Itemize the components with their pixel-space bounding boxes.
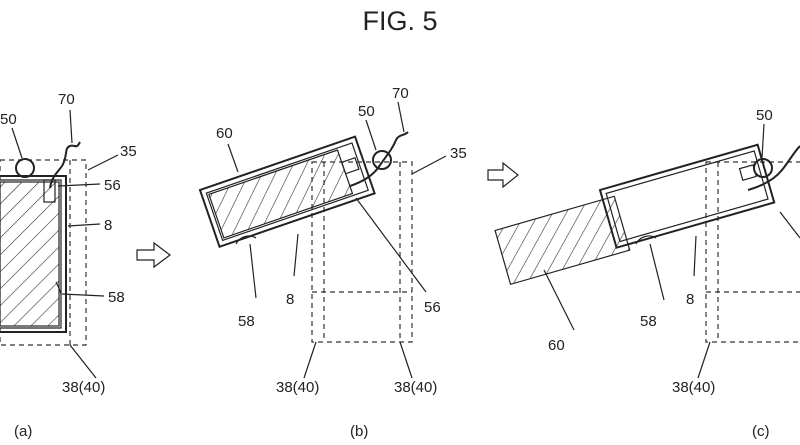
case-8-outer-a bbox=[0, 175, 67, 333]
tilted-assembly-c bbox=[494, 143, 776, 286]
case-8-inner-a bbox=[0, 179, 62, 329]
roller-50-a bbox=[15, 158, 35, 178]
label-38a-b: 38(40) bbox=[276, 379, 319, 396]
leader-38-c bbox=[697, 341, 711, 379]
leader-50-b bbox=[365, 119, 377, 151]
leader-70-b bbox=[397, 101, 405, 133]
battery-hatched-b bbox=[208, 150, 353, 238]
label-56-b: 56 bbox=[424, 299, 441, 316]
roller-50-b bbox=[372, 150, 392, 170]
label-70-a: 70 bbox=[58, 91, 75, 108]
connector-56-a bbox=[43, 179, 56, 203]
leader-35-a bbox=[87, 154, 119, 171]
leader-56-b bbox=[355, 197, 427, 293]
label-58-c: 58 bbox=[640, 313, 657, 330]
leader-8-a bbox=[67, 223, 101, 227]
leader-38-a bbox=[69, 344, 97, 379]
recess-58-c bbox=[635, 235, 657, 245]
leader-38a-b bbox=[303, 341, 317, 379]
hollow-right-arrow-icon bbox=[136, 241, 171, 269]
label-70-b: 70 bbox=[392, 85, 409, 102]
case-8-inner-c bbox=[605, 150, 769, 243]
label-50-c: 50 bbox=[756, 107, 773, 124]
battery-60-outline-c bbox=[494, 195, 631, 286]
case-8-outer-c bbox=[598, 143, 776, 249]
battery-60-hatched-c bbox=[495, 196, 630, 285]
panel-tag-b: (b) bbox=[350, 423, 368, 440]
label-8-c: 8 bbox=[686, 291, 694, 308]
figure-title: FIG. 5 bbox=[362, 6, 437, 36]
label-38-a: 38(40) bbox=[62, 379, 105, 396]
battery-outline-a bbox=[0, 181, 60, 327]
hollow-right-arrow-icon bbox=[487, 161, 519, 189]
leader-60-c bbox=[543, 269, 575, 331]
label-8-b: 8 bbox=[286, 291, 294, 308]
recess-58-a bbox=[55, 281, 62, 295]
leader-8-b bbox=[293, 233, 299, 277]
tilted-assembly-b bbox=[198, 135, 376, 249]
battery-hatched-a bbox=[0, 182, 59, 326]
label-50-a: 50 bbox=[0, 111, 17, 128]
leader-35-b bbox=[411, 155, 447, 175]
label-8-a: 8 bbox=[104, 217, 112, 234]
leader-58-b bbox=[249, 243, 257, 299]
label-35-b: 35 bbox=[450, 145, 467, 162]
label-38b-b: 38(40) bbox=[394, 379, 437, 396]
panel-tag-c: (c) bbox=[752, 423, 770, 440]
leader-8-c bbox=[693, 235, 697, 277]
recess-58-b bbox=[235, 235, 257, 245]
roller-50-c bbox=[753, 158, 773, 178]
label-60-c: 60 bbox=[548, 337, 565, 354]
label-38-c: 38(40) bbox=[672, 379, 715, 396]
leader-60-b bbox=[227, 143, 239, 173]
case-8-inner-b bbox=[205, 142, 370, 242]
leader-56-a bbox=[57, 183, 101, 187]
leader-50-a bbox=[11, 127, 23, 159]
cable-70-b bbox=[349, 131, 409, 187]
leader-58-c bbox=[649, 243, 665, 301]
case-8-outer-b bbox=[198, 135, 376, 249]
panel-a: 50 70 35 56 8 58 38(40) (a) bbox=[0, 91, 137, 440]
label-60-b: 60 bbox=[216, 125, 233, 142]
panel-c: 50 58 8 60 38(40) (c) bbox=[494, 107, 800, 440]
connector-56-b bbox=[340, 157, 360, 175]
leader-56-c bbox=[779, 211, 800, 239]
panel-tag-a: (a) bbox=[14, 423, 32, 440]
leader-70-a bbox=[69, 109, 73, 144]
panel-b: 60 50 70 35 58 8 56 38(40) 38(40) (b) bbox=[198, 85, 467, 440]
leader-50-c bbox=[761, 123, 765, 159]
label-56-a: 56 bbox=[104, 177, 121, 194]
leader-38b-b bbox=[399, 341, 413, 379]
leader-58-a bbox=[61, 293, 105, 297]
label-58-a: 58 bbox=[108, 289, 125, 306]
cable-70-a bbox=[49, 141, 81, 189]
housing-outline-b bbox=[311, 161, 413, 343]
label-35-a: 35 bbox=[120, 143, 137, 160]
label-50-b: 50 bbox=[358, 103, 375, 120]
label-58-b: 58 bbox=[238, 313, 255, 330]
cable-70-c bbox=[747, 145, 800, 191]
